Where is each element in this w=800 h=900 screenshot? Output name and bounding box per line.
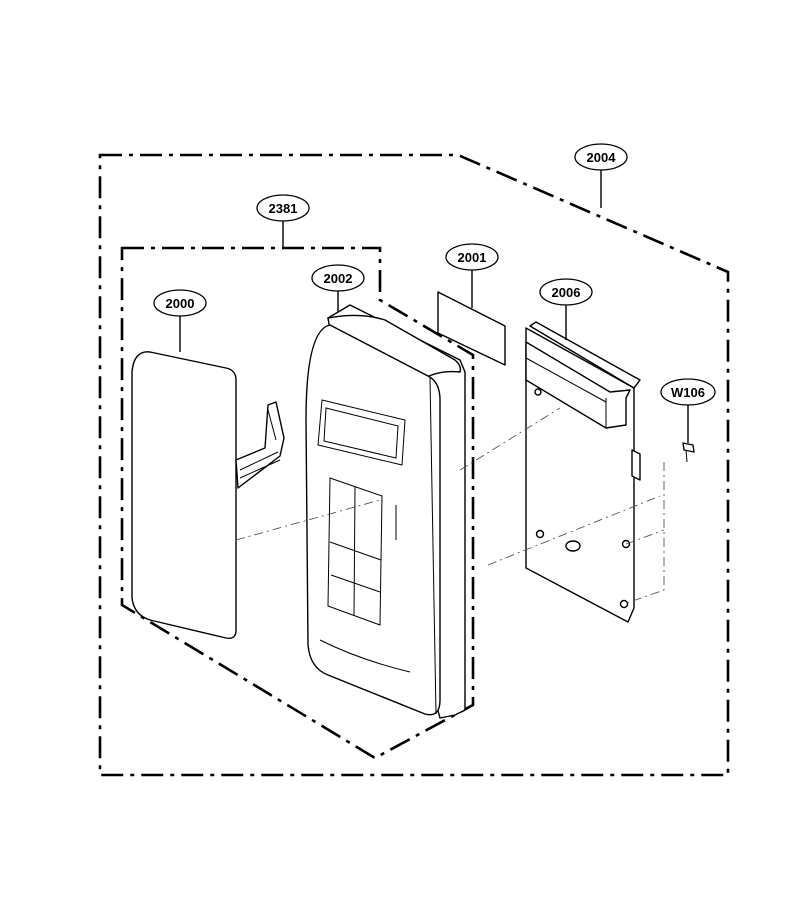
assembly-boundary-2381 <box>120 246 475 760</box>
callout-W106: W106 <box>660 378 716 406</box>
svg-text:2002: 2002 <box>324 271 353 286</box>
svg-text:2001: 2001 <box>458 250 487 265</box>
part-2001-plate <box>437 291 506 366</box>
assembly-guide-lines <box>235 407 665 605</box>
part-W106-screw <box>682 442 695 463</box>
callout-2004: 2004 <box>574 143 628 171</box>
callout-2381: 2381 <box>256 194 310 222</box>
svg-text:2000: 2000 <box>166 296 195 311</box>
svg-text:2006: 2006 <box>552 285 581 300</box>
part-2000-window-film <box>131 351 285 640</box>
callout-2000: 2000 <box>153 289 207 317</box>
callout-2001: 2001 <box>445 243 499 271</box>
part-2002-control-panel <box>305 304 466 719</box>
callout-2002: 2002 <box>311 264 365 292</box>
callout-2006: 2006 <box>539 278 593 306</box>
svg-text:2004: 2004 <box>587 150 617 165</box>
svg-text:W106: W106 <box>671 385 705 400</box>
part-2006-pcb <box>525 321 641 623</box>
assembly-boundary-2004 <box>98 153 730 777</box>
svg-text:2381: 2381 <box>269 201 298 216</box>
